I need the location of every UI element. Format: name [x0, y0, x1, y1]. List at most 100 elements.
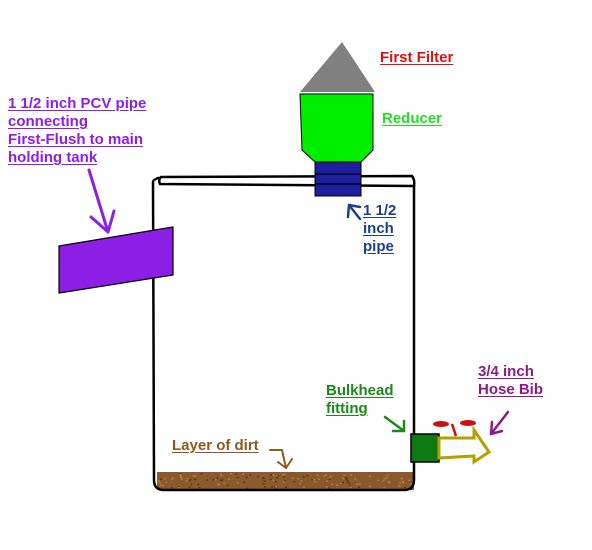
- dirt-speck: [243, 481, 246, 483]
- dirt-speck: [242, 473, 244, 475]
- dirt-speck: [159, 478, 162, 480]
- dirt-speck: [193, 478, 196, 481]
- dirt-speck: [398, 485, 401, 487]
- dirt-speck: [328, 487, 331, 489]
- dirt-speck: [212, 478, 215, 481]
- dirt-speck: [313, 478, 315, 481]
- dirt-speck: [404, 486, 406, 489]
- pcv-pipe-label: 1 1/2 inch PCV pipe connecting First-Flu…: [8, 95, 146, 167]
- dirt-speck: [274, 480, 277, 483]
- dirt-speck: [179, 474, 182, 476]
- dirt-speck: [262, 477, 265, 480]
- dirt-speck: [329, 475, 332, 477]
- dirt-speck: [185, 480, 188, 482]
- dirt-speck: [354, 478, 357, 480]
- dirt-speck: [342, 474, 345, 476]
- pcv-pipe-arrow: [87, 168, 116, 234]
- bulkhead-fitting: [410, 433, 440, 463]
- dirt-speckles: [158, 473, 413, 490]
- dirt-speck: [325, 486, 328, 488]
- dirt-speck: [400, 477, 403, 480]
- dirt-speck: [328, 477, 331, 479]
- dirt-speck: [200, 473, 203, 475]
- dirt-arrow: [269, 449, 293, 469]
- dirt-speck: [284, 486, 287, 489]
- dirt-speck: [172, 476, 175, 479]
- dirt-speck: [368, 475, 371, 478]
- dirt-speck: [409, 482, 412, 485]
- holding-tank: [151, 176, 416, 492]
- hose-bib-spigot: [437, 425, 492, 465]
- pcv-pipe-label-line: 1 1/2 inch PCV pipe: [8, 95, 147, 112]
- dirt-speck: [192, 475, 195, 477]
- dirt-speck: [282, 474, 284, 476]
- dirt-speck: [179, 476, 182, 478]
- dirt-speck: [383, 478, 386, 480]
- dirt-speck: [345, 477, 348, 479]
- dirt-speck: [331, 483, 334, 486]
- dirt-speck: [263, 486, 266, 488]
- bulkhead-label-line: fitting: [326, 400, 368, 417]
- dirt-speck: [164, 477, 167, 480]
- dirt-speck: [345, 478, 348, 480]
- dirt-speck: [272, 479, 275, 482]
- dirt-speck: [293, 480, 296, 483]
- dirt-speck: [325, 474, 327, 476]
- bulkhead-label: Bulkhead fitting: [326, 382, 394, 418]
- pcv-pipe-connector: [58, 226, 174, 294]
- dirt-speck: [236, 476, 239, 479]
- dirt-speck: [306, 475, 309, 477]
- dirt-speck: [245, 476, 248, 478]
- hose-bib-label-line: 3/4 inch: [478, 363, 534, 380]
- reducer-label: Reducer: [382, 110, 443, 127]
- first-filter-cone: [300, 42, 375, 92]
- dirt-speck: [194, 475, 197, 477]
- dirt-speck: [346, 480, 349, 483]
- dirt-speck: [383, 487, 386, 489]
- inlet-pipe-1-5-inch: [314, 161, 362, 197]
- dirt-speck: [314, 481, 316, 483]
- hose-bib-arrow: [489, 410, 510, 436]
- hose-bib-label-line: Hose Bib: [478, 381, 544, 398]
- dirt-speck: [269, 474, 272, 476]
- dirt-speck: [316, 474, 319, 476]
- dirt-speck: [249, 474, 252, 476]
- inlet-pipe-arrow: [346, 203, 362, 221]
- dirt-speck: [385, 477, 388, 479]
- dirt-speck: [302, 476, 305, 478]
- dirt-speck: [188, 486, 191, 488]
- dirt-speck: [369, 485, 371, 488]
- dirt-speck: [197, 483, 200, 486]
- dirt-speck: [336, 484, 338, 486]
- dirt-speck: [226, 484, 229, 486]
- dirt-speck: [214, 478, 217, 481]
- dirt-speck: [269, 478, 272, 481]
- dirt-speck: [180, 478, 183, 480]
- hose-bib-label: 3/4 inch Hose Bib: [478, 363, 543, 399]
- dirt-speck: [275, 486, 277, 488]
- dirt-speck: [171, 478, 174, 480]
- inlet-pipe-label-line: 1 1/2: [363, 202, 397, 219]
- dirt-speck: [186, 477, 189, 480]
- dirt-speck: [399, 481, 401, 484]
- dirt-speck: [235, 473, 238, 475]
- dirt-speck: [162, 484, 165, 487]
- dirt-speck: [283, 476, 285, 478]
- valve-handle-right: [460, 420, 476, 426]
- tank-lid: [157, 174, 416, 188]
- dirt-speck: [178, 486, 181, 489]
- dirt-speck: [236, 482, 239, 484]
- dirt-speck: [292, 477, 294, 480]
- pcv-pipe-label-line: holding tank: [8, 149, 98, 166]
- dirt-speck: [216, 477, 219, 479]
- dirt-speck: [206, 479, 208, 481]
- dirt-speck: [349, 486, 352, 489]
- dirt-speck: [311, 479, 314, 481]
- dirt-speck: [323, 475, 326, 477]
- dirt-speck: [388, 480, 391, 483]
- dirt-speck: [198, 486, 201, 489]
- dirt-speck: [217, 484, 220, 486]
- dirt-speck: [297, 478, 299, 480]
- dirt-speck: [188, 479, 191, 482]
